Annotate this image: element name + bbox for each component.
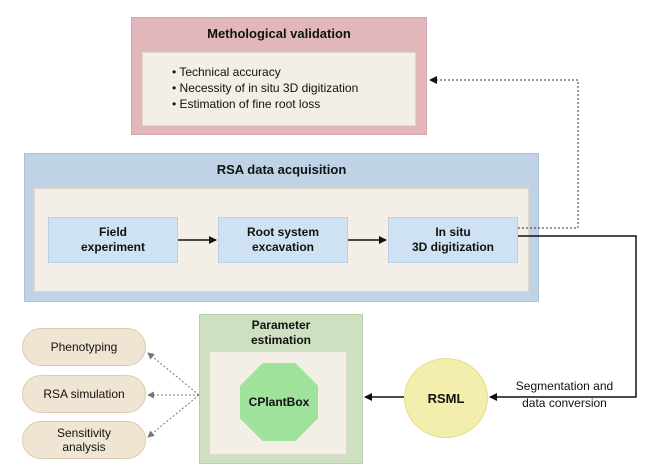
validation-list-box	[142, 52, 416, 126]
step-root-excavation-line1: Root system	[246, 225, 320, 239]
conversion-label-line1: Segmentation and	[515, 379, 614, 393]
conversion-label: Segmentation and data conversion	[502, 378, 627, 412]
output-sensitivity-analysis: Sensitivity analysis	[22, 421, 146, 459]
arrow-digitization-to-validation	[429, 76, 579, 229]
step-root-excavation: Root system excavation	[218, 217, 348, 263]
validation-title: Methological validation	[207, 25, 351, 41]
output-rsa-simulation: RSA simulation	[22, 375, 146, 413]
step-3d-digitization-line1: In situ	[435, 225, 471, 239]
validation-item-in-situ-necessity: • Necessity of in situ 3D digitization	[172, 81, 359, 95]
output-sensitivity-line1: Sensitivity	[56, 426, 112, 440]
cplantbox-octagon: CPlantBox	[240, 363, 318, 441]
arrow-to-phenotyping	[147, 352, 200, 396]
step-3d-digitization: In situ 3D digitization	[388, 217, 518, 263]
output-phenotyping: Phenotyping	[22, 328, 146, 366]
estimation-title: Parameter estimation	[199, 317, 363, 349]
estimation-title-line1: Parameter	[251, 318, 311, 332]
validation-item-fine-root-loss: • Estimation of fine root loss	[172, 97, 321, 111]
step-root-excavation-line2: excavation	[251, 240, 315, 254]
rsml-circle: RSML	[404, 358, 488, 438]
acquisition-title: RSA data acquisition	[216, 161, 347, 177]
arrow-digitization-to-rsml	[489, 235, 637, 401]
estimation-title-line2: estimation	[250, 333, 311, 347]
output-sensitivity-line2: analysis	[62, 440, 106, 454]
validation-item-technical-accuracy: • Technical accuracy	[172, 65, 281, 79]
step-3d-digitization-line2: 3D digitization	[412, 240, 494, 254]
step-field-experiment-line2: experiment	[80, 240, 146, 254]
step-field-experiment-line1: Field	[98, 225, 127, 239]
step-field-experiment: Field experiment	[48, 217, 178, 263]
arrow-to-sensitivity	[147, 394, 200, 438]
conversion-label-line2: data conversion	[522, 396, 607, 410]
